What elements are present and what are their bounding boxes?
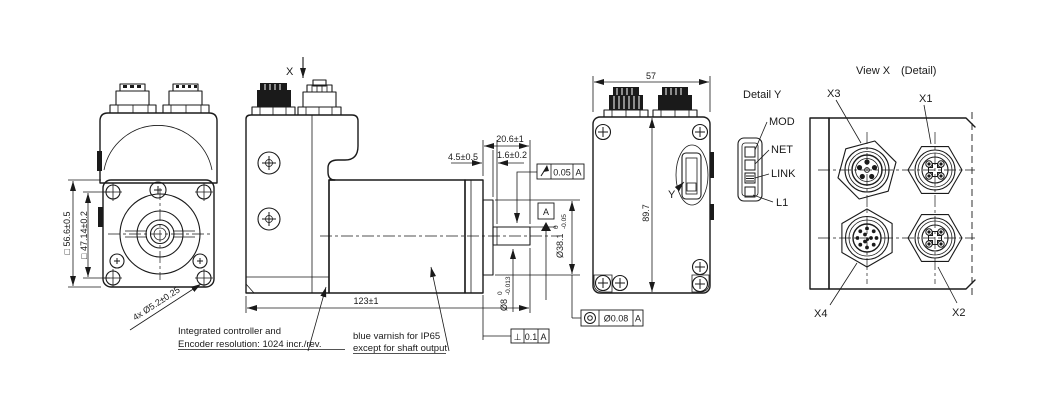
view-x-title: View X xyxy=(856,65,891,77)
dim-width: 57 xyxy=(646,71,656,81)
detail-y-leds xyxy=(744,146,756,198)
runout-frame: 0.05 A xyxy=(514,163,585,223)
front-side-tab-1 xyxy=(97,151,102,171)
concentricity-datum: A xyxy=(635,314,641,324)
label-x1: X1 xyxy=(919,93,932,105)
side-view: X 20.6±1 4.5±0.5 xyxy=(178,57,644,354)
concentricity-icon xyxy=(584,312,596,324)
dim-mounting-holes: 4x Ø5.2±0.25 xyxy=(131,285,182,323)
perpendicularity-tolerance: 0.1 xyxy=(525,332,538,342)
side-motor-body xyxy=(320,179,560,294)
pilot-diameter-dim: Ø38.1 0 -0.05 xyxy=(495,199,580,318)
side-connector-right xyxy=(297,79,342,116)
front-housing-arc xyxy=(103,125,213,171)
note-varnish: blue varnish for IP65 except for shaft o… xyxy=(353,266,450,354)
side-housing-outline xyxy=(245,114,359,294)
front-connector-right xyxy=(162,83,210,114)
view-x-title-suffix: (Detail) xyxy=(901,65,936,77)
datum-a: A xyxy=(530,202,556,300)
back-connector-right xyxy=(652,87,698,118)
front-pilot-shaft xyxy=(108,188,212,280)
datum-triangle-icon xyxy=(541,222,551,231)
note-varnish-line2: except for shaft output xyxy=(353,343,447,354)
back-width-dim: 57 xyxy=(592,71,711,112)
back-height-dim: 89.7 xyxy=(641,118,655,292)
note-varnish-line1: blue varnish for IP65 xyxy=(353,331,440,342)
led-label-net: NET xyxy=(771,144,793,156)
detail-y-marker: Y xyxy=(668,181,685,201)
perpendicularity-icon: ⊥ xyxy=(514,332,522,342)
back-side-tab-1 xyxy=(710,152,714,178)
datum-a-label: A xyxy=(543,207,549,217)
front-connector-left xyxy=(109,83,157,114)
dim-shaft-length: 20.6±1 xyxy=(496,134,523,144)
dim-boss-depth: 4.5±0.5 xyxy=(448,152,478,162)
note-controller-line2: Encoder resolution: 1024 incr./rev. xyxy=(178,339,321,350)
note-controller: Integrated controller and Encoder resolu… xyxy=(178,286,345,352)
runout-datum: A xyxy=(575,168,581,178)
perpendicularity-frame: ⊥ 0.1 A xyxy=(482,295,550,344)
detail-y: Detail Y MOD NET LINK L1 xyxy=(737,89,796,209)
dim-shaft-value: Ø8 xyxy=(499,299,509,311)
runout-tolerance: 0.05 xyxy=(553,168,571,178)
back-connector-left xyxy=(603,87,649,118)
concentricity-tolerance: Ø0.08 xyxy=(604,314,629,324)
front-view: □ 56.6±0.5 □ 47.14±0.2 4x Ø5.2±0.25 xyxy=(62,83,218,331)
view-x-panel xyxy=(809,112,976,295)
dim-shaft-tol-lower: -0.013 xyxy=(505,276,512,295)
led-label-link: LINK xyxy=(771,168,796,180)
front-flange xyxy=(102,179,215,288)
dim-height: 89.7 xyxy=(641,204,651,222)
side-top-dimensions: 20.6±1 4.5±0.5 1.6±0.2 xyxy=(448,134,531,224)
connector-x3 xyxy=(837,140,897,200)
front-screws xyxy=(109,181,208,269)
label-x4: X4 xyxy=(814,308,827,320)
front-side-tab-2 xyxy=(98,207,103,227)
shaft-diameter-dim: Ø8 0 -0.013 xyxy=(497,249,516,312)
dim-step: 1.6±0.2 xyxy=(497,150,527,160)
length-dimension: 123±1 xyxy=(245,248,531,313)
back-led-window xyxy=(675,144,709,206)
view-x: View X (Detail) xyxy=(809,65,976,320)
side-housing-screws xyxy=(257,151,281,231)
dim-pilot-tol-upper: 0 xyxy=(553,225,560,229)
side-connector-left xyxy=(251,83,296,116)
detail-y-marker-label: Y xyxy=(668,189,676,201)
connector-x4 xyxy=(841,208,893,268)
dim-hole-spacing: □ 47.14±0.2 xyxy=(79,211,89,259)
detail-y-title: Detail Y xyxy=(743,89,782,101)
detail-y-led-labels: MOD NET LINK L1 xyxy=(752,116,796,209)
view-x-labels: X3 X1 X4 X2 xyxy=(814,88,965,320)
dim-pilot-value: Ø38.1 xyxy=(555,233,565,258)
back-screws xyxy=(593,123,710,293)
detail-y-window xyxy=(737,137,763,202)
label-x3: X3 xyxy=(827,88,840,100)
dim-flange-square: □ 56.6±0.5 xyxy=(62,212,72,255)
circular-runout-icon xyxy=(540,165,549,177)
note-controller-line1: Integrated controller and xyxy=(178,326,281,337)
dim-pilot-tol-lower: -0.05 xyxy=(561,214,568,229)
label-x2: X2 xyxy=(952,307,965,319)
front-dimensions: □ 56.6±0.5 □ 47.14±0.2 4x Ø5.2±0.25 xyxy=(62,179,202,331)
dim-shaft-tol-upper: 0 xyxy=(497,291,504,295)
led-label-l1: L1 xyxy=(776,197,788,209)
connector-x2 xyxy=(907,214,963,262)
front-housing-outline xyxy=(99,112,218,184)
concentricity-frame: Ø0.08 A xyxy=(572,309,644,327)
view-x-arrow-label: X xyxy=(286,66,294,78)
connector-x1 xyxy=(907,146,963,194)
back-view: 57 89.7 Y xyxy=(592,71,714,294)
led-label-mod: MOD xyxy=(769,116,795,128)
back-side-tab-2 xyxy=(710,204,714,220)
dim-length: 123±1 xyxy=(354,296,379,306)
perpendicularity-datum: A xyxy=(540,332,546,342)
